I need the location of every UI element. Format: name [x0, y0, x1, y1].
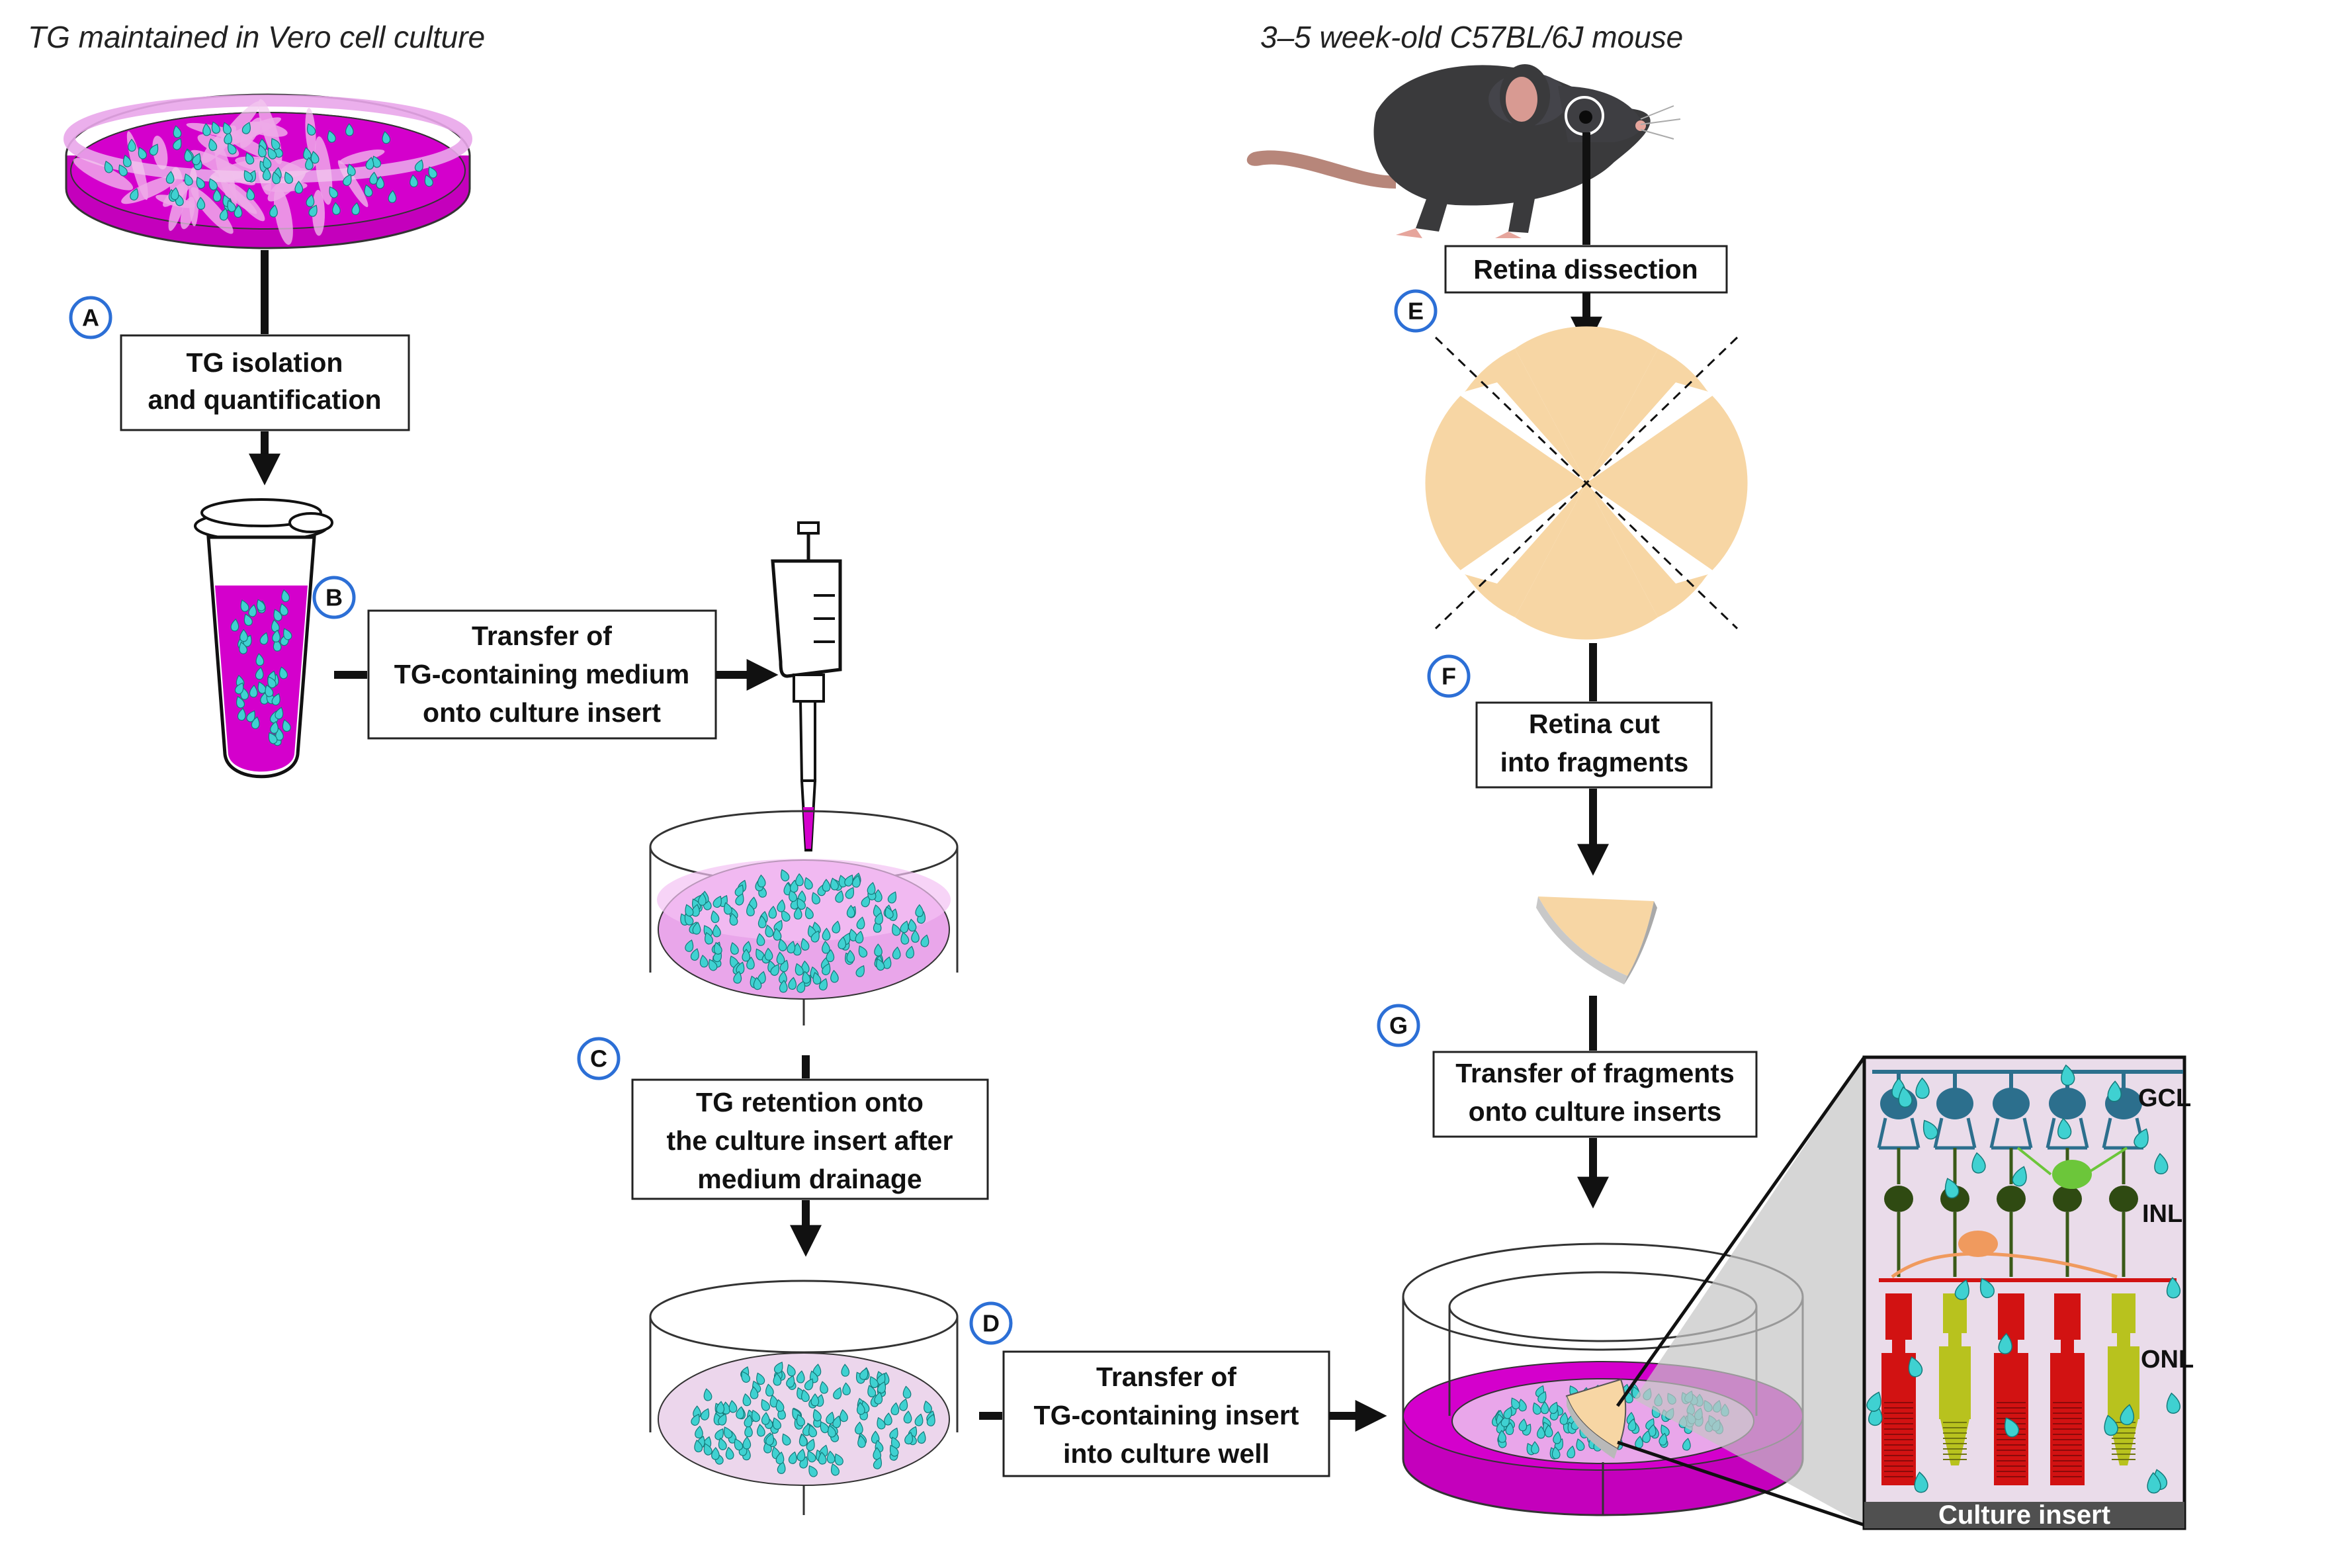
vero-cell	[155, 195, 194, 208]
rod-soma	[1998, 1293, 2024, 1340]
vero-cell	[267, 168, 306, 202]
microcentrifuge-tube	[194, 498, 333, 779]
cone-inner-segment	[1939, 1346, 1971, 1419]
step-e-line-1: Retina dissection	[1473, 254, 1698, 284]
step-c-line-1: TG retention onto	[696, 1087, 924, 1117]
vero-cell	[190, 150, 255, 186]
svg-text:D: D	[982, 1310, 1000, 1337]
vero-cell	[339, 149, 385, 165]
step-d-box: Transfer of TG-containing insert into cu…	[1002, 1350, 1330, 1477]
cone-soma	[1943, 1293, 1967, 1333]
step-g-box: Transfer of fragments onto culture inser…	[1432, 1051, 1758, 1138]
vero-cell	[229, 183, 265, 222]
cone-soma	[2112, 1293, 2136, 1333]
retina-fragment	[1536, 896, 1657, 984]
step-c-line-2: the culture insert after	[667, 1125, 953, 1156]
pipette	[771, 521, 842, 851]
step-c-marker: C	[577, 1037, 621, 1080]
bipolar-cell	[2109, 1186, 2138, 1212]
svg-text:B: B	[325, 584, 343, 611]
ganglion-cell	[1936, 1088, 1973, 1119]
vero-cell	[315, 136, 333, 205]
ganglion-cell	[2049, 1088, 2086, 1119]
bipolar-cell	[2053, 1186, 2082, 1212]
bipolar-cell	[1997, 1186, 2026, 1212]
right-caption: 3–5 week-old C57BL/6J mouse	[1260, 20, 1683, 54]
step-b-line-3: onto culture insert	[423, 697, 661, 728]
step-b-line-1: Transfer of	[472, 621, 612, 651]
svg-text:C: C	[590, 1045, 607, 1072]
zoom-callout	[1616, 1056, 1866, 1527]
rod-soma	[2054, 1293, 2081, 1340]
step-g-line-1: Transfer of fragments	[1455, 1058, 1735, 1088]
step-f-line-2: into fragments	[1500, 747, 1689, 777]
mouse-illustration	[1246, 64, 1681, 238]
left-caption: TG maintained in Vero cell culture	[28, 20, 485, 54]
culture-insert-bar	[1864, 1502, 2184, 1528]
vero-cell	[244, 121, 288, 137]
step-g-line-2: onto culture inserts	[1469, 1096, 1722, 1127]
step-e-marker: E	[1394, 289, 1438, 333]
vero-cell	[273, 187, 293, 245]
step-a-marker: A	[69, 296, 112, 339]
vero-cell	[312, 190, 325, 236]
step-a-line-2: and quantification	[148, 384, 381, 415]
vero-cell	[337, 160, 368, 208]
vero-cell	[152, 136, 168, 170]
cone-outer-segment	[1940, 1419, 1969, 1465]
step-a-box: TG isolation and quantification	[120, 334, 410, 431]
culture-insert-label: Culture insert	[1938, 1501, 2110, 1530]
step-f-box: Retina cut into fragments	[1475, 701, 1713, 789]
culture-insert-drained	[649, 1280, 959, 1515]
vero-cell	[73, 157, 134, 191]
step-b-box: Transfer of TG-containing medium onto cu…	[367, 609, 717, 740]
amacrine-cell	[2052, 1160, 2092, 1189]
step-b-line-2: TG-containing medium	[394, 659, 689, 689]
svg-text:G: G	[1389, 1012, 1408, 1039]
bipolar-cell	[1884, 1186, 1913, 1212]
step-c-line-3: medium drainage	[697, 1164, 922, 1194]
svg-text:A: A	[82, 304, 99, 331]
culture-insert-medium	[649, 810, 959, 1025]
flattened-retina	[1425, 326, 1748, 640]
gcl-label: GCL	[2138, 1084, 2191, 1112]
step-f-line-1: Retina cut	[1529, 709, 1661, 739]
step-d-line-1: Transfer of	[1096, 1362, 1236, 1392]
svg-text:E: E	[1408, 298, 1424, 325]
onl-label: ONL	[2141, 1346, 2194, 1373]
ganglion-cell	[1993, 1088, 2030, 1119]
step-e-box: Retina dissection	[1444, 245, 1728, 294]
step-g-marker: G	[1377, 1004, 1420, 1047]
horizontal-cell	[1958, 1231, 1998, 1257]
step-d-marker: D	[969, 1301, 1013, 1345]
step-d-line-3: into culture well	[1063, 1438, 1270, 1469]
svg-text:F: F	[1442, 663, 1456, 690]
step-a-line-1: TG isolation	[187, 347, 343, 378]
step-b-marker: B	[312, 576, 356, 619]
step-c-box: TG retention onto the culture insert aft…	[631, 1078, 989, 1200]
inl-label: INL	[2142, 1200, 2182, 1228]
vero-culture-dish	[64, 93, 472, 249]
step-f-marker: F	[1427, 654, 1471, 698]
cone-inner-segment	[2108, 1346, 2139, 1419]
retina-cross-section: Culture insert GCL INL ONL	[1862, 1055, 2194, 1530]
rod-soma	[1885, 1293, 1912, 1340]
step-d-line-2: TG-containing insert	[1034, 1400, 1299, 1430]
